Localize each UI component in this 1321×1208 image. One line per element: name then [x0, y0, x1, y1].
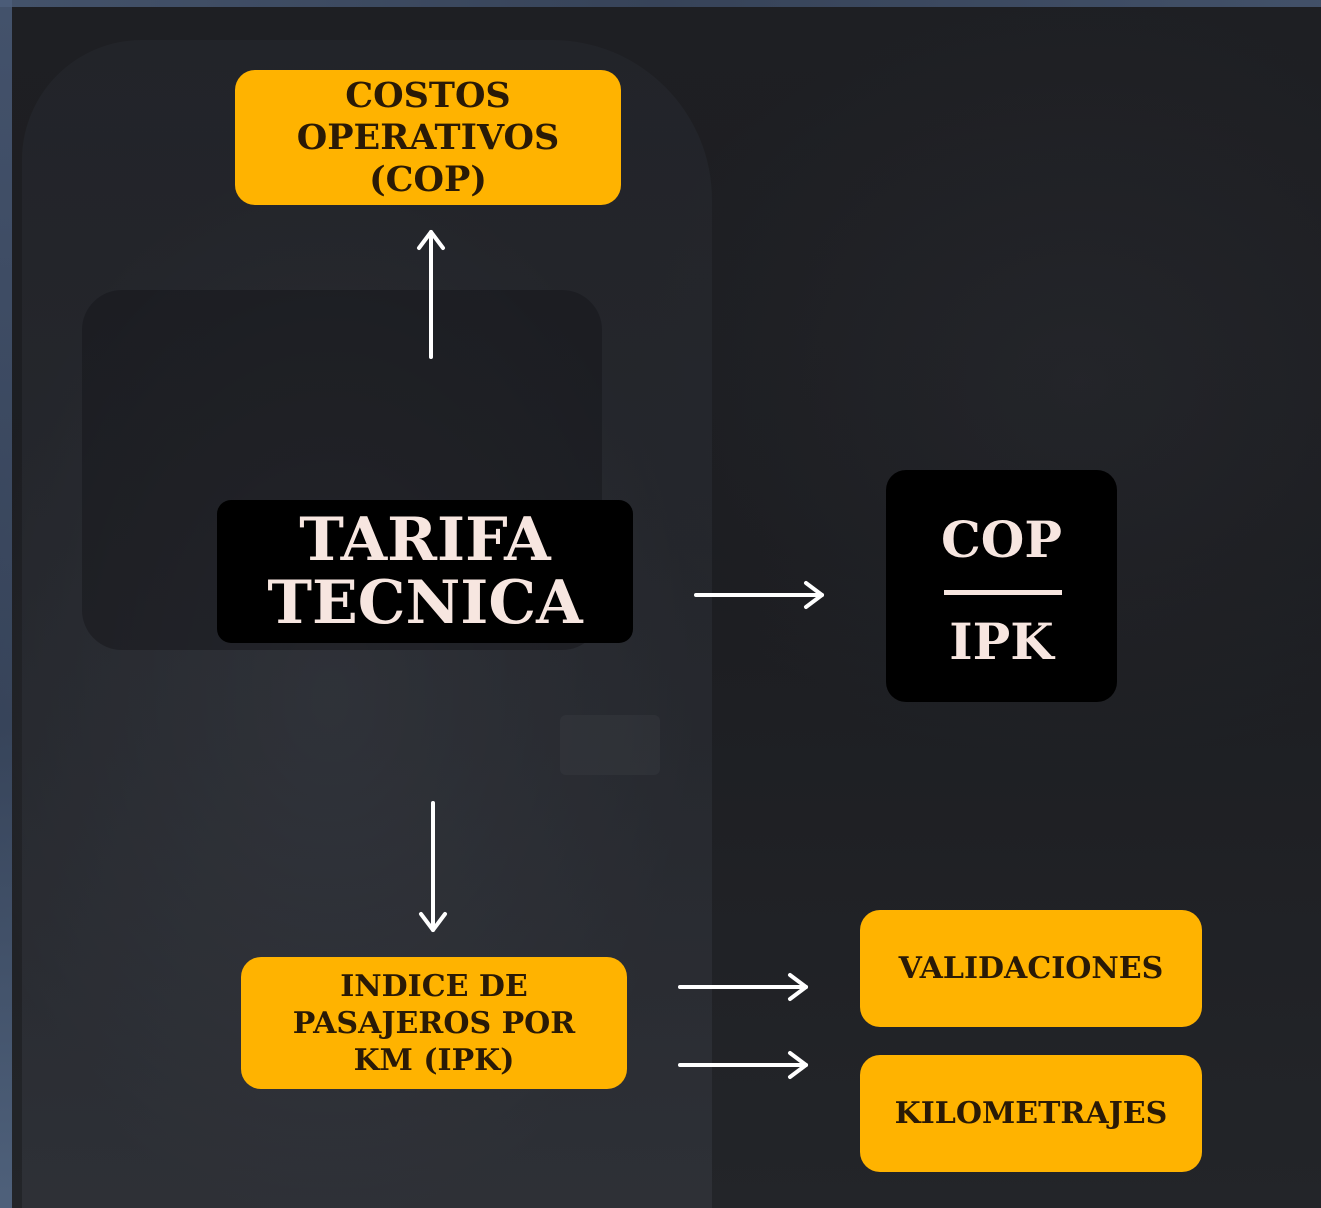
node-kilometrajes-label: KILOMETRAJES [894, 1096, 1168, 1131]
node-tarifa-tecnica-label: TARIFA TECNICA [267, 504, 583, 638]
background-bus-sign [560, 715, 660, 775]
arrow-tarifa-to-cop [417, 230, 445, 359]
node-validaciones-label: VALIDACIONES [898, 951, 1164, 986]
arrow-tarifa-to-ipk [419, 801, 447, 932]
arrow-ipk-to-validaciones [678, 973, 808, 1001]
node-tarifa-tecnica: TARIFA TECNICA [217, 500, 633, 643]
arrow-tarifa-to-formula [694, 581, 824, 609]
node-kilometrajes: KILOMETRAJES [860, 1055, 1202, 1172]
formula-denominator: IPK [949, 612, 1054, 671]
node-indice-pasajeros-km-label: INDICE DE PASAJEROS POR KM (IPK) [292, 968, 576, 1078]
formula-fraction-bar [944, 590, 1062, 595]
arrow-ipk-to-kilometrajes [678, 1051, 808, 1079]
node-validaciones: VALIDACIONES [860, 910, 1202, 1027]
node-formula: COP IPK [886, 470, 1117, 702]
background-edge-left [0, 0, 12, 1208]
node-costos-operativos: COSTOS OPERATIVOS (COP) [235, 70, 621, 205]
background-edge-top [0, 0, 1321, 7]
node-indice-pasajeros-km: INDICE DE PASAJEROS POR KM (IPK) [241, 957, 627, 1089]
node-costos-operativos-label: COSTOS OPERATIVOS (COP) [296, 74, 560, 200]
formula-numerator: COP [941, 510, 1062, 569]
